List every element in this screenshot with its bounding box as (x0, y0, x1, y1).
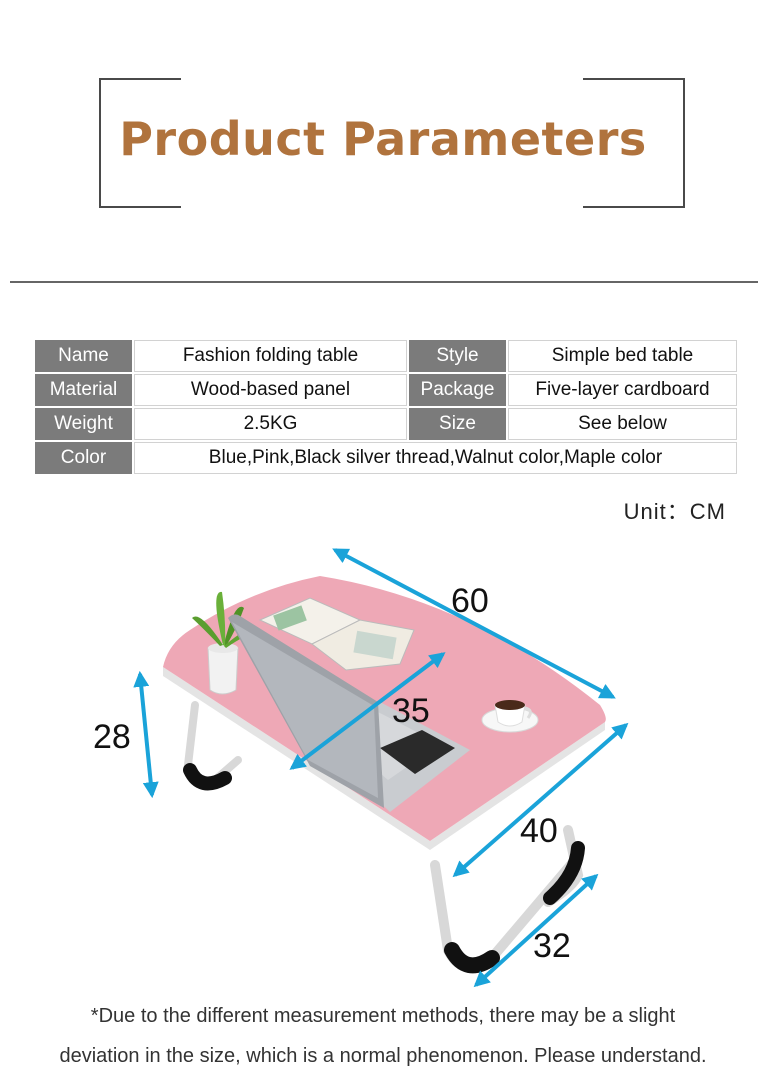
dimension-length: 60 (451, 582, 489, 620)
param-label: Color (35, 442, 132, 474)
param-label: Package (409, 374, 506, 406)
param-value: Wood-based panel (134, 374, 407, 406)
param-value: 2.5KG (134, 408, 407, 440)
dimension-depth: 40 (520, 812, 558, 850)
param-value: Five-layer cardboard (508, 374, 737, 406)
dimension-height: 28 (93, 718, 131, 756)
disclaimer-line-2: deviation in the size, which is a normal… (59, 1045, 707, 1067)
dimension-arrows (133, 548, 629, 988)
unit-label: Unit：CM (623, 499, 726, 524)
page-title: Product Parameters (119, 112, 647, 166)
param-label: Name (35, 340, 132, 372)
title-frame (99, 78, 685, 208)
param-value: Simple bed table (508, 340, 737, 372)
table-row: Color Blue,Pink,Black silver thread,Waln… (35, 442, 737, 474)
param-value: See below (508, 408, 737, 440)
dimension-width: 35 (392, 692, 430, 730)
param-value: Fashion folding table (134, 340, 407, 372)
table-row: Material Wood-based panel Package Five-l… (35, 374, 737, 406)
param-label: Weight (35, 408, 132, 440)
param-value: Blue,Pink,Black silver thread,Walnut col… (134, 442, 737, 474)
param-label: Material (35, 374, 132, 406)
param-label: Size (409, 408, 506, 440)
param-label: Style (409, 340, 506, 372)
disclaimer-line-1: *Due to the different measurement method… (90, 1005, 676, 1027)
product-illustration: 60 35 28 40 32 (93, 548, 629, 988)
divider (10, 281, 758, 283)
table-row: Name Fashion folding table Style Simple … (35, 340, 737, 372)
table-row: Weight 2.5KG Size See below (35, 408, 737, 440)
dimension-leg-span: 32 (533, 927, 571, 965)
parameters-table: Name Fashion folding table Style Simple … (33, 338, 739, 476)
